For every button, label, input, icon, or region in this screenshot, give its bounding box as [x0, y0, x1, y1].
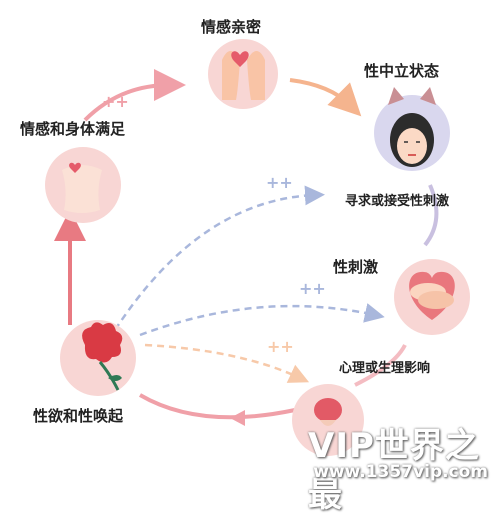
plus-mark-3: ++: [299, 279, 326, 298]
arrow-intimacy-to-neutral: [289, 78, 362, 117]
label-sexual-stimulus: 性刺激: [333, 258, 379, 276]
intimacy-illustration: [222, 51, 265, 100]
label-psych-effect: 心理或生理影响: [339, 361, 431, 376]
watermark: VIP世界之最 www.1357vip.com: [308, 418, 498, 515]
dashed-arrow-to-effect: [144, 343, 310, 383]
label-desire-arousal: 性欲和性唤起: [33, 407, 124, 425]
rose-bud-illustration: [314, 398, 342, 426]
arrowhead-effect-to-desire: [230, 410, 245, 426]
arrow-stimulus-to-effect: [354, 344, 407, 387]
body-silhouette-illustration: [62, 162, 102, 213]
label-emotional-intimacy: 情感亲密: [201, 18, 262, 36]
watermark-url: www.1357vip.com: [313, 462, 488, 482]
label-satisfaction: 情感和身体满足: [20, 120, 126, 138]
hands-heart-illustration: [409, 271, 455, 320]
arrow-neutral-to-stimulus: [423, 184, 439, 247]
plus-mark-2: ++: [266, 173, 293, 192]
plus-mark-1: ++: [102, 92, 129, 111]
red-flower-illustration: [82, 322, 123, 391]
dashed-arrow-to-stimulus: [139, 303, 385, 337]
node-intimacy-bg: [208, 39, 278, 109]
cat-girl-illustration: [388, 87, 436, 167]
dashed-arrow-to-seek: [113, 185, 325, 331]
plus-mark-4: ++: [267, 337, 294, 356]
arrow-effect-to-desire: [138, 393, 296, 420]
label-seek-stimulus: 寻求或接受性刺激: [345, 194, 450, 209]
arrow-satisfaction-to-intimacy: [83, 69, 186, 122]
label-sexual-neutral: 性中立状态: [364, 62, 440, 80]
flow-diagram: [45, 39, 470, 456]
